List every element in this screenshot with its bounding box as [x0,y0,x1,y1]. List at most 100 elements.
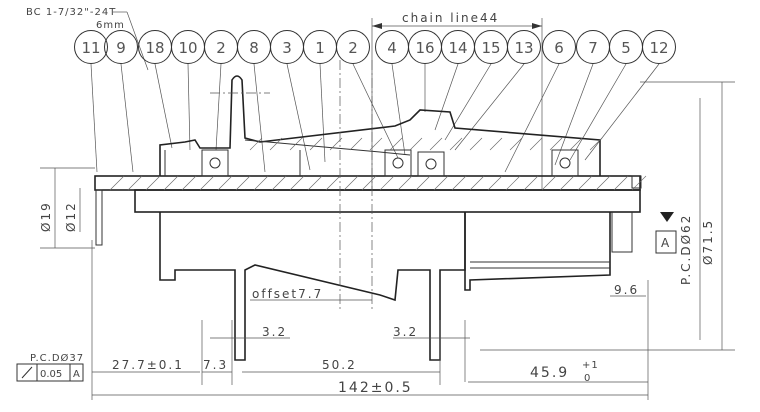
dim-45-9-tol-upper: +1 [582,360,599,371]
balloon-label: 11 [81,39,100,57]
dim-9-6-label: 9.6 [614,283,639,297]
balloon-16: 16 [408,30,442,112]
dim-50-2-label: 50.2 [322,358,357,372]
leader-line [286,63,311,171]
balloon-label: 12 [649,39,668,57]
hatch-line [595,175,611,191]
dim-27-7-label: 27.7±0.1 [112,358,184,372]
leader-line [319,63,326,163]
arrow-icon [372,23,382,29]
bearing-left [201,149,229,177]
datum-label: A [661,236,671,250]
hatch-line [529,137,543,151]
balloon-label: 4 [387,39,397,57]
leader-line [90,63,98,173]
dim-45-9-tol-lower: 0 [584,373,591,384]
flange-left-label: 3.2 [262,325,287,339]
hatch-line [415,175,431,191]
thread-note: BC 1-7/32"-24T [26,7,116,18]
hatch-line [181,175,197,191]
hatch-line [429,137,443,151]
hatch-line [449,137,463,151]
hatch-line [289,137,303,151]
balloon-label: 15 [481,39,500,57]
freehub-body [464,212,611,291]
balloon-label: 9 [116,39,126,57]
bearing-ball [392,157,404,169]
hatch-line [469,137,483,151]
hatch-line [249,137,263,151]
hatch-line [145,175,161,191]
balloon-circle [104,30,138,64]
hatch-line [523,175,539,191]
hatch-line [235,175,251,191]
bearing-ball [209,157,221,169]
balloon-circle [336,30,370,64]
leader-line [120,63,134,173]
balloon-18: 18 [138,30,173,149]
datum-triangle-icon [660,212,674,222]
axle [134,189,641,213]
hatch-line [549,137,563,151]
dia-71-5-label: Ø71.5 [701,219,715,265]
hatch-line [409,137,423,151]
hatch-line [397,175,413,191]
offset-label: offset7.7 [252,287,323,301]
leader-line [187,63,191,151]
leader-line [352,63,399,159]
balloon-label: 8 [249,39,259,57]
balloon-label: 3 [282,39,292,57]
bearing-ball [425,158,437,170]
hatch-line [505,175,521,191]
balloon-label: 2 [348,39,358,57]
hatch-line [163,175,179,191]
hatch-line [199,175,215,191]
hatch-line [451,175,467,191]
leader-line [154,63,173,149]
overall-label: 142±0.5 [338,380,413,396]
balloon-circle [642,30,676,64]
freehub-splines [470,212,633,269]
leader-line [444,63,492,141]
thread-depth-note: 6mm [96,20,125,31]
leader-line [215,63,222,151]
hub-shell-upper [159,75,601,176]
hatch-line [309,137,323,151]
locknut-right [631,175,642,189]
balloon-4: 4 [375,30,409,156]
hatch-line [269,137,283,151]
leader-line [584,63,660,161]
dim-45-9-label: 45.9 [530,365,569,381]
hatch-line [369,137,383,151]
hatch-line [361,175,377,191]
hatch-line [589,137,603,151]
balloon-circle [542,30,576,64]
bearing-freehub [417,151,445,177]
hatch-line [253,175,269,191]
hatch-line [343,175,359,191]
hatch-line [569,137,583,151]
balloon-label: 5 [621,39,631,57]
balloon-1: 1 [303,30,337,163]
hatch-line [631,175,647,191]
tolerance-datum: A [73,369,80,380]
section-hatching [109,137,647,191]
balloon-2: 2 [336,30,399,159]
locknut-left [95,189,103,246]
bearing-right [551,149,579,177]
balloon-13: 13 [454,30,541,151]
balloon-circle [507,30,541,64]
balloon-12: 12 [584,30,676,161]
dim-7-3-label: 7.3 [203,358,228,372]
balloon-9: 9 [104,30,138,173]
leader-line [391,63,406,156]
leader-line [454,63,525,151]
hatch-line [109,175,125,191]
runout-icon [21,366,33,379]
hatch-line [487,175,503,191]
leader-line [504,63,560,173]
hatch-line [489,137,503,151]
axle-sleeve [94,175,641,191]
balloon-10: 10 [171,30,205,151]
